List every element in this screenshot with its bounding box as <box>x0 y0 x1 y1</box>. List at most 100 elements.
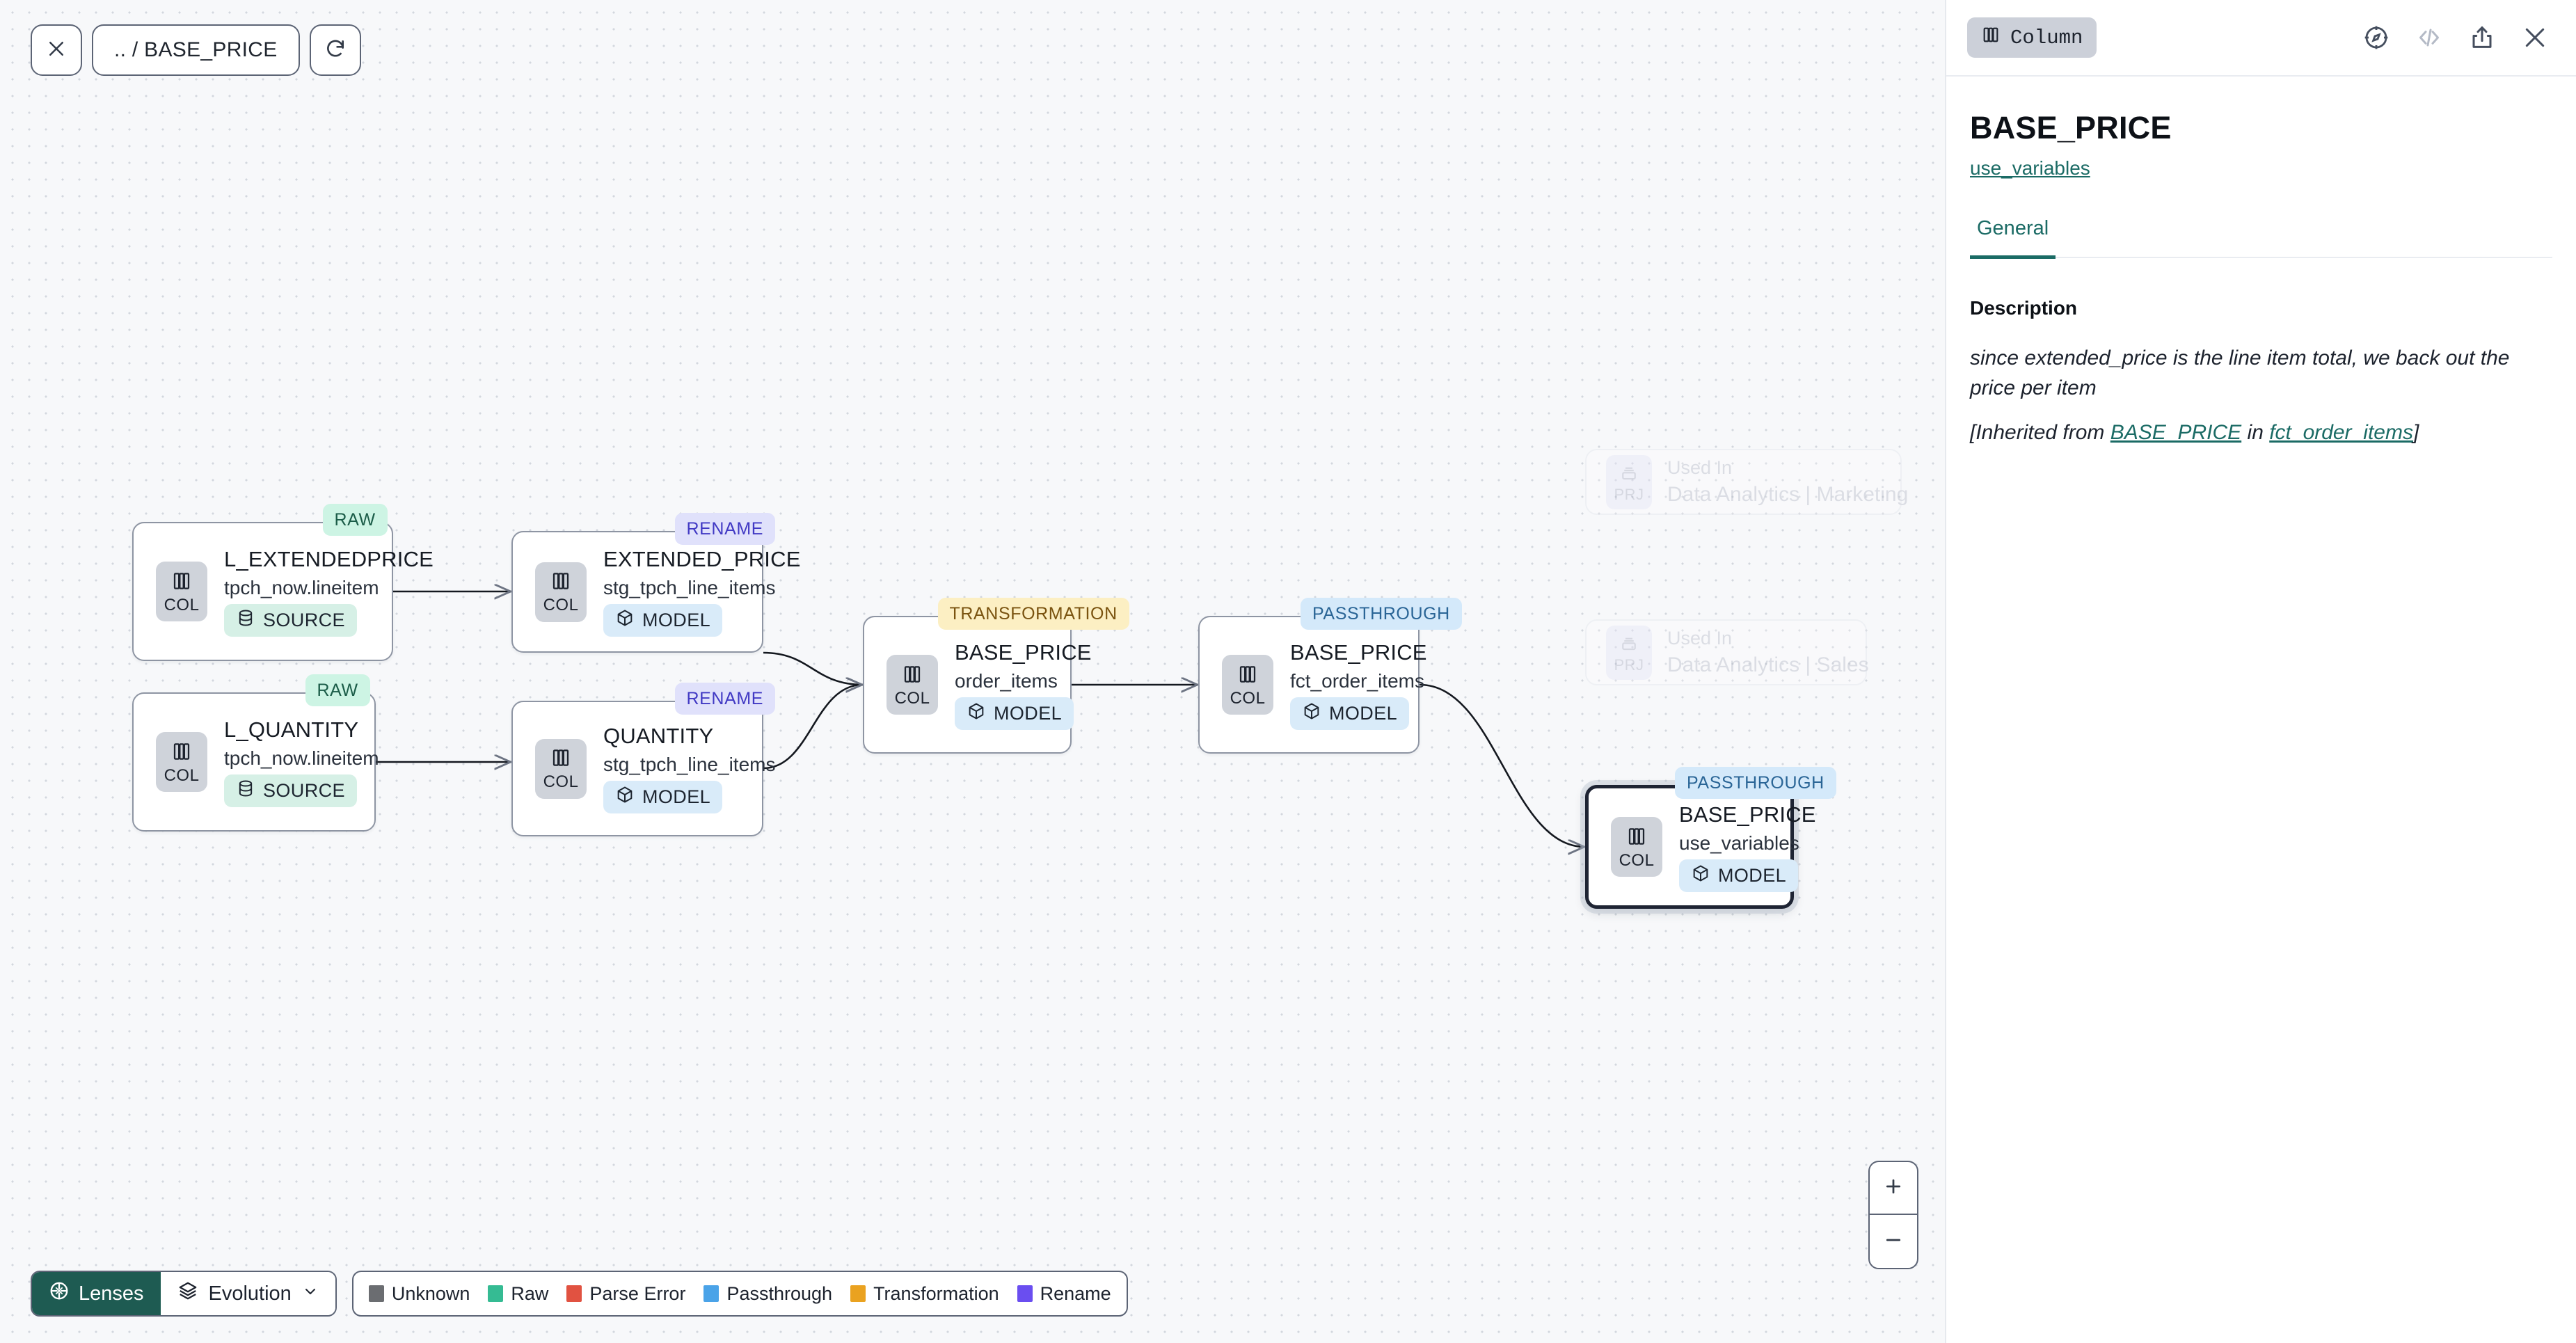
details-panel: Column <box>1945 0 2576 1343</box>
entity-type-label: Column <box>2010 26 2083 49</box>
minus-icon <box>1883 1230 1904 1254</box>
project-type-chip: PRJ <box>1606 625 1652 680</box>
lenses-button[interactable]: Lenses <box>32 1272 161 1315</box>
legend-swatch <box>703 1285 719 1302</box>
node-subtitle: stg_tpch_line_items <box>603 754 776 775</box>
evolution-label: Evolution <box>208 1282 292 1305</box>
legend-item-unknown[interactable]: Unknown <box>368 1282 470 1305</box>
node-title: EXTENDED_PRICE <box>603 547 801 571</box>
inherited-model-link[interactable]: fct_order_items <box>2269 420 2413 444</box>
tab-general[interactable]: General <box>1970 217 2056 259</box>
graph-node-base_price_fct[interactable]: COL BASE_PRICE fct_order_items MODEL <box>1198 616 1427 754</box>
graph-node-base_price_oi[interactable]: COL BASE_PRICE order_items MODEL <box>863 616 1092 754</box>
legend-item-parse-error[interactable]: Parse Error <box>566 1283 685 1305</box>
node-kind-label: SOURCE <box>263 609 345 630</box>
inherited-suffix: ] <box>2412 420 2419 444</box>
inherited-note: [Inherited from BASE_PRICE in fct_order_… <box>1970 421 2552 445</box>
panel-action-icons <box>2359 20 2552 55</box>
legend-label: Parse Error <box>589 1282 686 1304</box>
share-icon[interactable] <box>2465 20 2499 55</box>
column-chip-label: COL <box>1230 688 1266 708</box>
used-in-project-name: Data Analytics | Marketing <box>1667 483 1909 506</box>
cube-icon <box>1302 701 1321 726</box>
used-in-label: Used In <box>1667 457 1733 478</box>
breadcrumb[interactable]: .. / BASE_PRICE <box>92 24 300 76</box>
database-icon <box>236 608 255 633</box>
legend-swatch <box>488 1285 504 1302</box>
close-graph-button[interactable] <box>31 24 82 76</box>
node-title: BASE_PRICE <box>955 639 1092 665</box>
graph-node-l_extendedprice[interactable]: COL L_EXTENDEDPRICE tpch_now.lineitem SO… <box>132 522 434 661</box>
lens-tag-raw: RAW <box>305 674 370 706</box>
graph-node-quantity[interactable]: COL QUANTITY stg_tpch_line_items MODEL <box>511 701 775 836</box>
code-icon[interactable] <box>2412 20 2447 55</box>
node-subtitle: use_variables <box>1679 832 1799 854</box>
node-kind-label: MODEL <box>1329 702 1398 724</box>
node-kind-badge: SOURCE <box>224 774 357 807</box>
zoom-in-button[interactable] <box>1870 1162 1917 1215</box>
lineage-canvas[interactable]: .. / BASE_PRICE PRJ Used In Data Analyti… <box>0 0 1945 1343</box>
lens-tag-rename: RENAME <box>674 683 776 715</box>
legend-label: Rename <box>1040 1282 1111 1304</box>
cube-icon <box>615 608 635 633</box>
details-panel-header: Column <box>1946 0 2576 77</box>
node-subtitle: tpch_now.lineitem <box>224 576 379 598</box>
canvas-toolbar: .. / BASE_PRICE <box>31 24 361 76</box>
legend-item-raw[interactable]: Raw <box>488 1283 548 1305</box>
node-title: QUANTITY <box>603 724 714 748</box>
column-icon <box>170 740 193 766</box>
zoom-out-button[interactable] <box>1870 1215 1917 1268</box>
node-kind-label: MODEL <box>994 702 1063 724</box>
cube-icon <box>967 701 986 726</box>
aperture-icon <box>49 1280 70 1307</box>
chevron-down-icon <box>302 1282 319 1305</box>
graph-node-l_quantity[interactable]: COL L_QUANTITY tpch_now.lineitem SOURCE <box>132 692 379 832</box>
graph-node-extended_price[interactable]: COL EXTENDED_PRICE stg_tpch_line_items M… <box>511 531 800 653</box>
node-subtitle: order_items <box>955 669 1058 692</box>
node-subtitle: fct_order_items <box>1290 669 1424 692</box>
node-kind-badge: SOURCE <box>224 603 357 637</box>
description-text: since extended_price is the line item to… <box>1970 346 2510 399</box>
node-subtitle: tpch_now.lineitem <box>224 747 379 769</box>
node-subtitle: stg_tpch_line_items <box>603 577 776 598</box>
refresh-button[interactable] <box>309 24 361 76</box>
database-icon <box>236 779 255 803</box>
node-kind-badge: MODEL <box>955 697 1074 730</box>
node-title: L_EXTENDEDPRICE <box>224 546 434 571</box>
column-type-chip: COL <box>535 738 587 799</box>
compass-icon[interactable] <box>2359 20 2394 55</box>
page-title: BASE_PRICE <box>1970 110 2172 145</box>
model-link[interactable]: use_variables <box>1970 157 2090 179</box>
legend-label: Transformation <box>873 1282 999 1304</box>
node-kind-badge: MODEL <box>1290 697 1410 730</box>
close-icon[interactable] <box>2518 20 2552 55</box>
used-in-card-used_in_marketing[interactable]: PRJ Used In Data Analytics | Marketing <box>1585 449 1908 515</box>
cube-icon <box>1691 864 1710 888</box>
legend-item-passthrough[interactable]: Passthrough <box>703 1283 832 1305</box>
inherited-column-link[interactable]: BASE_PRICE <box>2110 420 2242 444</box>
lens-tag-passthrough: PASSTHROUGH <box>1301 598 1462 630</box>
refresh-icon <box>324 38 347 63</box>
node-kind-badge: MODEL <box>603 781 723 813</box>
column-type-chip: COL <box>535 562 587 622</box>
lens-control-group: Lenses Evolution <box>31 1271 337 1317</box>
column-chip-label: COL <box>894 688 930 708</box>
inherited-prefix: [Inherited from <box>1970 420 2110 444</box>
graph-node-base_price_uv[interactable]: COL BASE_PRICE use_variables MODEL <box>1585 785 1816 909</box>
node-title: BASE_PRICE <box>1679 802 1816 827</box>
panel-tabs: General <box>1970 217 2552 259</box>
evolution-dropdown[interactable]: Evolution <box>160 1272 335 1315</box>
lineage-edges <box>376 0 1945 1343</box>
node-kind-label: MODEL <box>642 786 711 807</box>
legend-item-transformation[interactable]: Transformation <box>850 1283 999 1305</box>
project-chip-label: PRJ <box>1614 656 1644 674</box>
legend-label: Unknown <box>391 1282 470 1304</box>
used-in-card-used_in_sales[interactable]: PRJ Used In Data Analytics | Sales <box>1585 619 1869 685</box>
close-icon <box>46 38 67 63</box>
node-kind-label: MODEL <box>1718 864 1787 886</box>
column-icon <box>1625 825 1648 851</box>
legend-item-rename[interactable]: Rename <box>1017 1283 1111 1305</box>
node-kind-label: SOURCE <box>263 779 345 801</box>
legend-swatch <box>566 1285 582 1302</box>
